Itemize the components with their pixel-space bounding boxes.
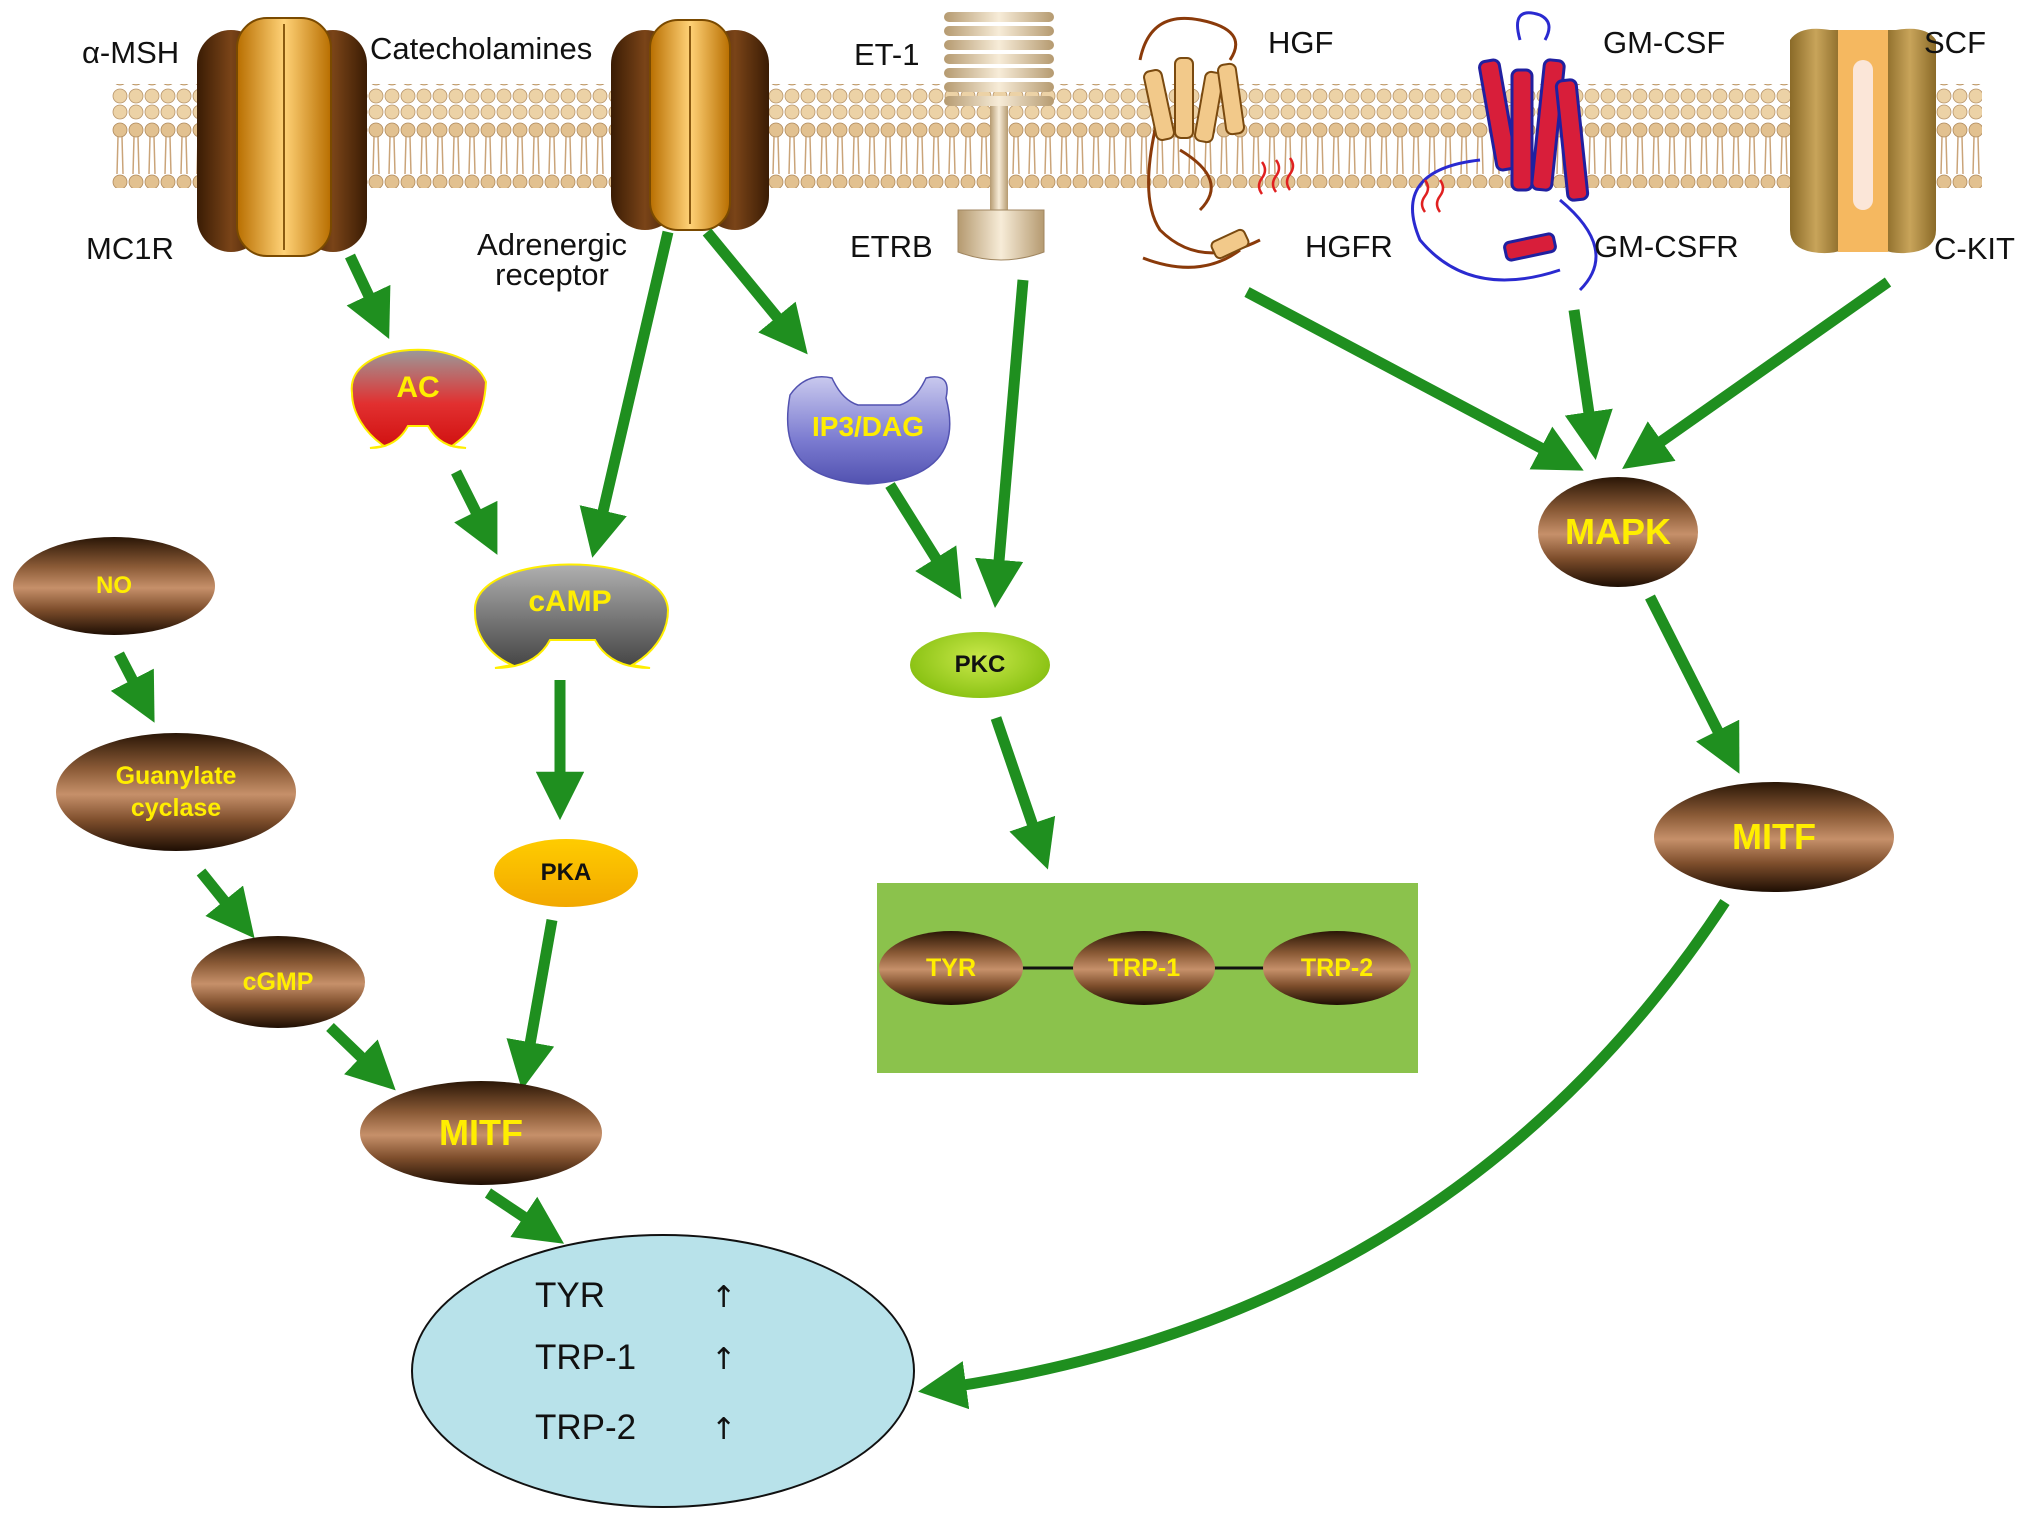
label-gmcsfr: GM-CSFR <box>1594 229 1739 264</box>
label-msh: α-MSH <box>82 35 180 70</box>
camp-shape-icon <box>473 563 670 669</box>
arrow-adrenergic-camp <box>579 230 674 558</box>
result-oval: TYR ↑ TRP-1 ↑ TRP-2 ↑ <box>411 1234 915 1508</box>
arrow-mapk-mitf <box>1645 594 1740 774</box>
result-name-trp2: TRP-2 <box>535 1408 637 1447</box>
result-arrow-trp1: ↑ <box>711 1342 737 1377</box>
ip3dag-shape-icon <box>786 376 951 485</box>
arrow-adrenergic-ip3dag <box>702 228 808 355</box>
gene-tyr: TYR <box>879 931 1023 1005</box>
arrow-ckit-mapk <box>1622 277 1892 469</box>
label-scf: SCF <box>1924 25 1986 60</box>
result-arrow-trp2: ↑ <box>711 1412 737 1447</box>
result-name-trp1: TRP-1 <box>535 1338 637 1377</box>
label-hgf: HGF <box>1268 25 1334 60</box>
node-pka: PKA <box>494 839 638 907</box>
arrow-pkc-genes <box>990 716 1056 870</box>
result-arrow-tyr: ↑ <box>711 1280 737 1315</box>
hgfr-receptor-icon <box>1138 16 1295 269</box>
node-mapk: MAPK <box>1538 477 1698 587</box>
node-no: NO <box>13 537 215 635</box>
node-mitf-left: MITF <box>360 1081 602 1185</box>
mc1r-receptor-icon <box>197 17 367 257</box>
node-ac: AC <box>396 371 440 404</box>
arrow-ac-camp <box>451 469 498 555</box>
label-mc1r: MC1R <box>86 231 174 266</box>
arrow-guanylate-cgmp <box>196 868 255 939</box>
node-mitf-right: MITF <box>1654 782 1894 892</box>
arrow-hgfr-mapk <box>1244 287 1584 471</box>
label-catecholamines: Catecholamines <box>370 31 593 66</box>
arrow-no-guanylate <box>110 651 155 723</box>
adrenergic-receptor-icon <box>611 19 769 231</box>
node-cgmp: cGMP <box>191 936 365 1028</box>
arrow-mitf-result <box>484 1188 565 1244</box>
label-ckit: C-KIT <box>1934 231 2015 266</box>
arrow-gmcsfr-mapk <box>1564 309 1613 460</box>
gene-trp1: TRP-1 <box>1073 931 1215 1005</box>
ac-shape-icon <box>350 348 488 449</box>
arrow-mc1r-ac <box>345 253 391 339</box>
node-guanylate-cyclase: Guanylate cyclase <box>56 733 296 851</box>
arrow-etrb-pkc <box>974 279 1029 609</box>
node-camp: cAMP <box>528 585 612 618</box>
pathway-arrows <box>110 228 1892 1410</box>
gene-trp2: TRP-2 <box>1263 931 1411 1005</box>
node-ip3dag: IP3/DAG <box>811 411 925 442</box>
arrow-pka-mitf <box>506 919 558 1090</box>
arrow-mitf-result-curve <box>918 898 1730 1410</box>
label-et1: ET-1 <box>854 37 920 72</box>
arrow-cgmp-mitf <box>326 1023 396 1091</box>
gmcsfr-receptor-icon <box>1411 11 1598 292</box>
label-adrenergic: Adrenergic receptor <box>477 227 627 292</box>
result-name-tyr: TYR <box>535 1276 605 1315</box>
etrb-receptor-icon <box>944 12 1054 261</box>
arrow-ip3dag-pkc <box>885 482 962 600</box>
label-hgfr: HGFR <box>1305 229 1393 264</box>
label-etrb: ETRB <box>850 229 933 264</box>
ckit-receptor-icon <box>1790 28 1936 254</box>
label-gmcsf: GM-CSF <box>1603 25 1726 60</box>
node-pkc: PKC <box>910 632 1050 698</box>
